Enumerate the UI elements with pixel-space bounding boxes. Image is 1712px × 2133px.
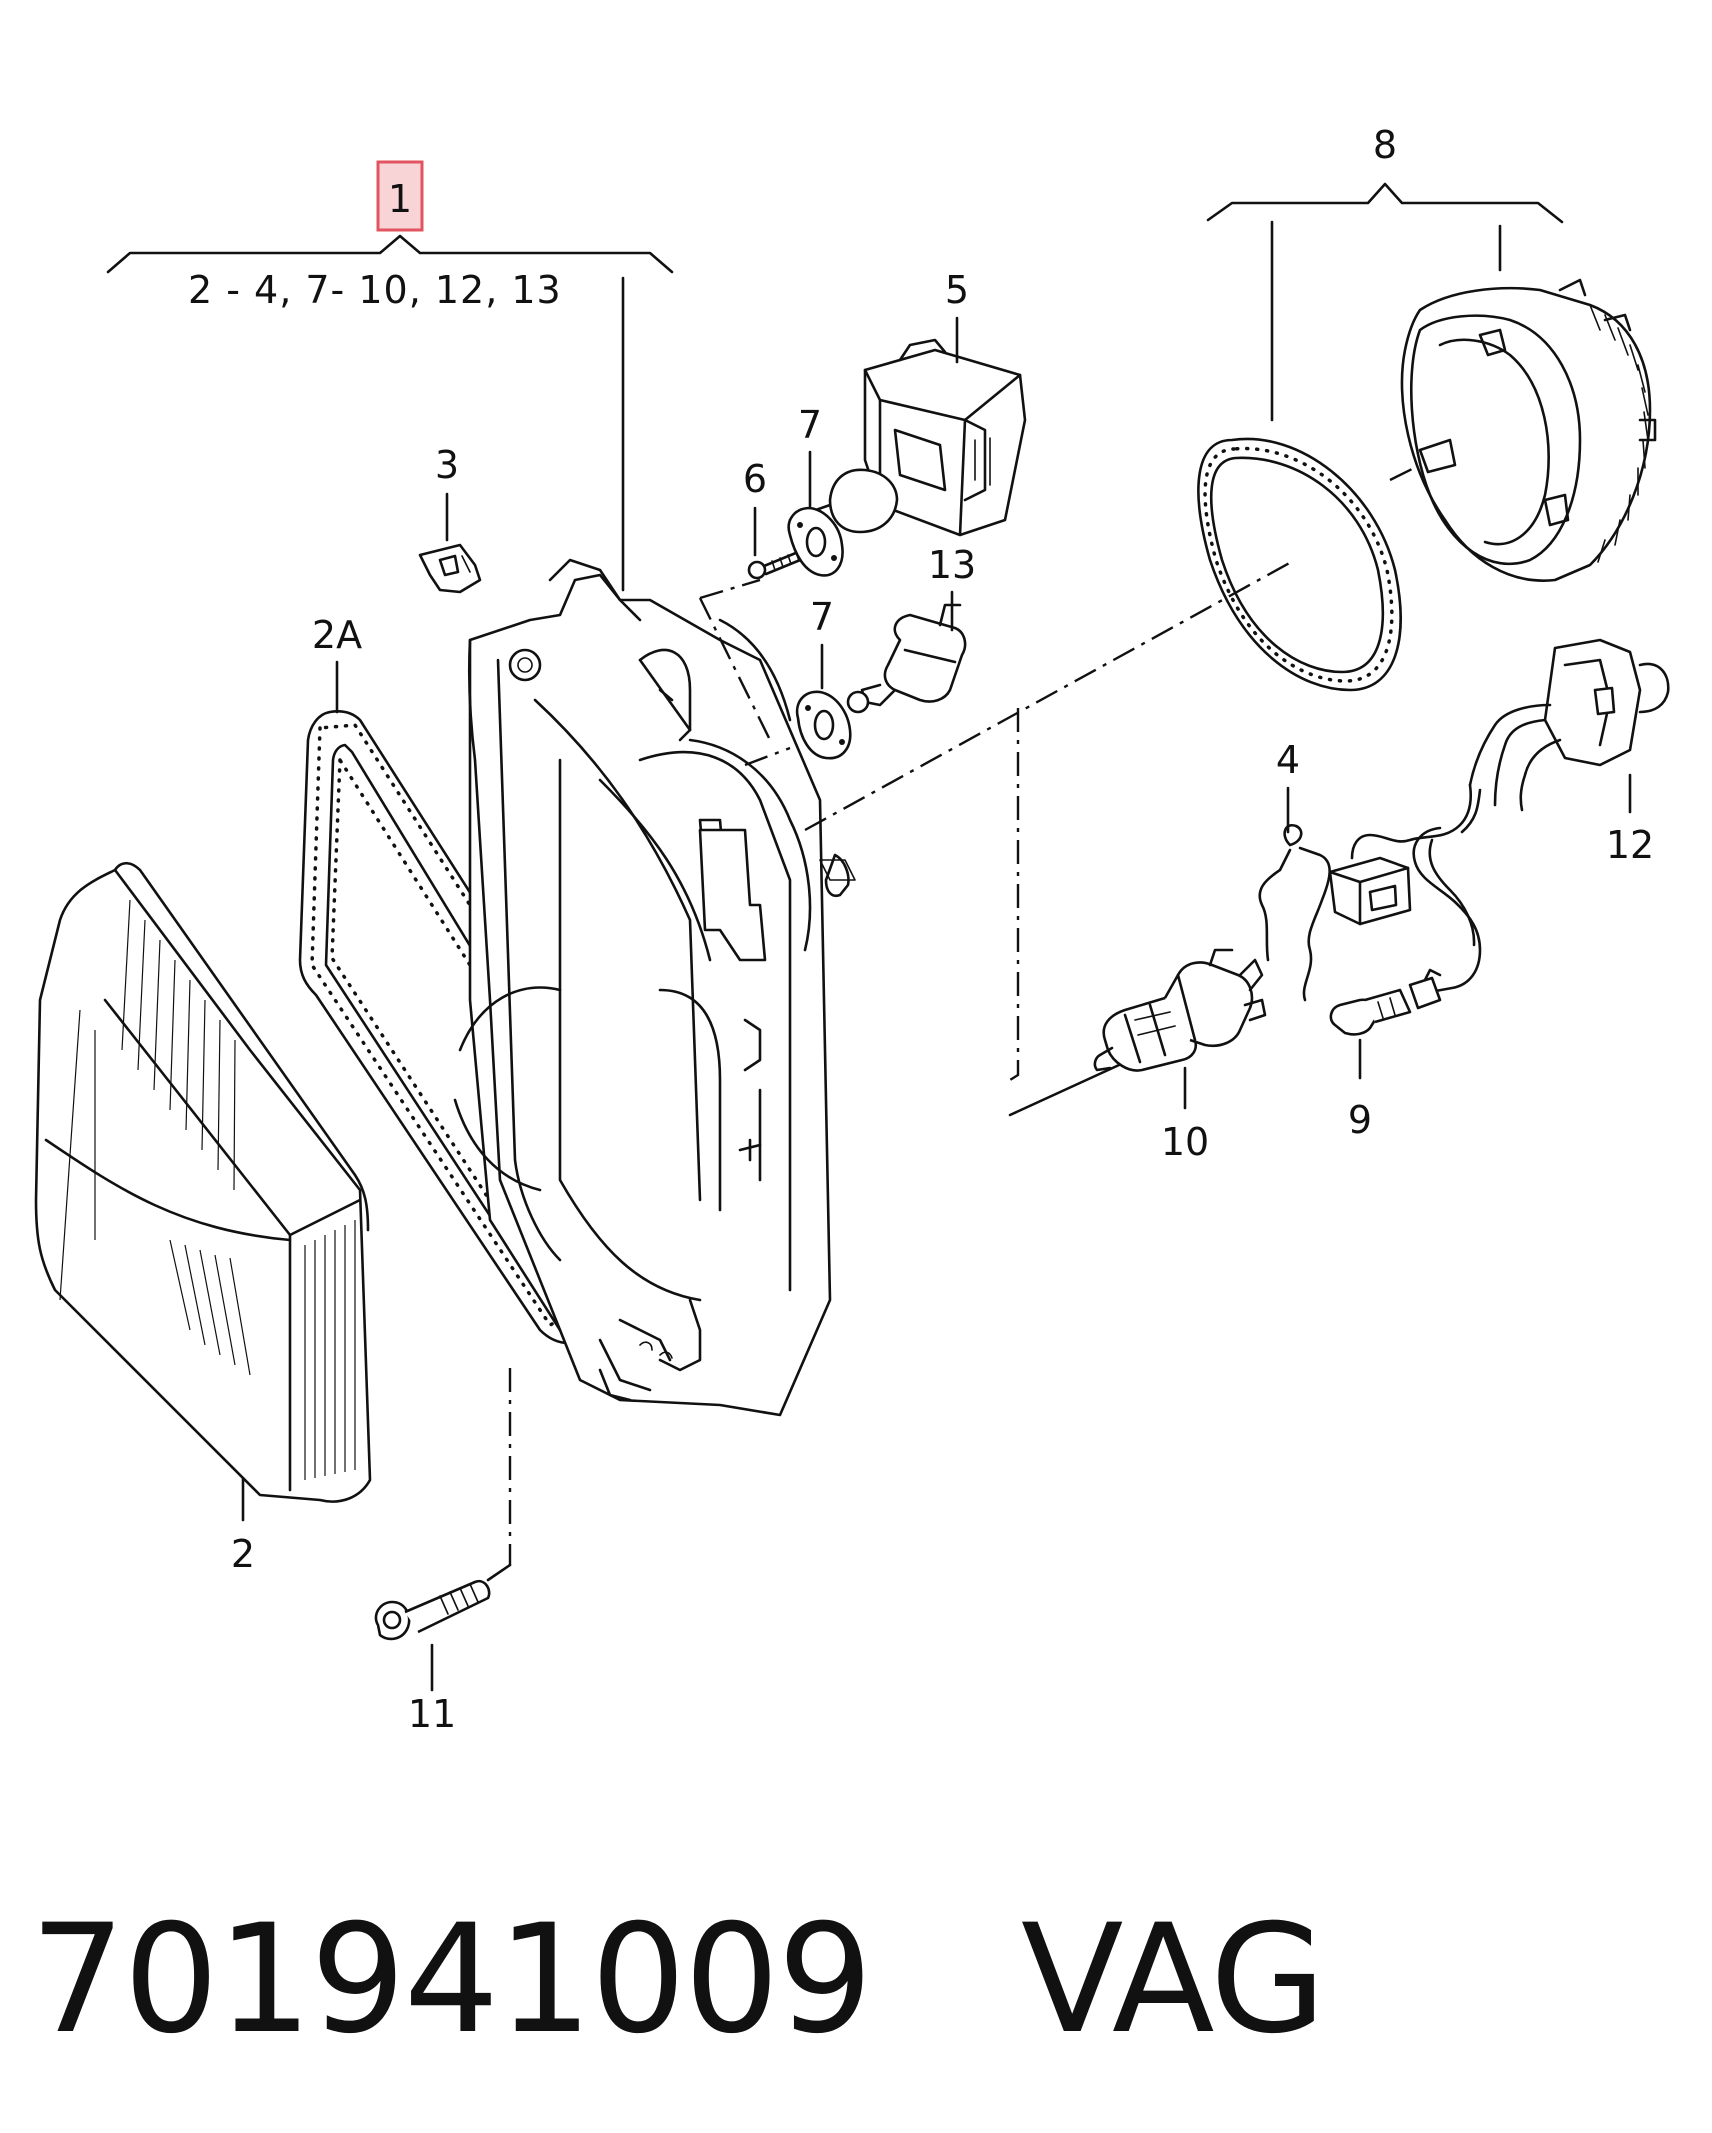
callout-6-label[interactable]: 6: [743, 457, 767, 501]
callout-9-label[interactable]: 9: [1348, 1098, 1372, 1142]
callout-12-label[interactable]: 12: [1606, 823, 1654, 867]
parking-bulb-9[interactable]: [1329, 988, 1412, 1036]
exploded-parts-diagram: 1 2 - 4, 7- 10, 12, 13 8 2 2A: [34, 123, 1670, 1736]
callout-2a-label[interactable]: 2A: [312, 613, 362, 657]
adjusting-motor[interactable]: [788, 338, 1027, 537]
part-number-footer: 701941009 VAG: [30, 1880, 1326, 2080]
callout-7-lower-label[interactable]: 7: [810, 595, 834, 639]
retaining-spring[interactable]: [1258, 823, 1331, 1002]
callout-11-label[interactable]: 11: [408, 1692, 456, 1736]
callout-3-group[interactable]: 3: [435, 443, 459, 542]
main-bulb-10[interactable]: [1093, 948, 1267, 1072]
callout-1-bracket: [106, 234, 674, 274]
callout-4-label[interactable]: 4: [1276, 738, 1300, 782]
callout-8-label[interactable]: 8: [1373, 123, 1397, 167]
callout-13-group[interactable]: 13: [928, 543, 976, 632]
callout-8-bracket: [1206, 182, 1564, 224]
callout-2-label[interactable]: 2: [231, 1532, 255, 1576]
callout-2a-group[interactable]: 2A: [312, 613, 362, 714]
retaining-ring-lower[interactable]: [795, 690, 852, 760]
callout-4-group[interactable]: 4: [1276, 738, 1300, 834]
callout-6-group[interactable]: 6: [743, 457, 767, 557]
retaining-ring-upper[interactable]: [787, 506, 844, 577]
callout-11-group[interactable]: 11: [408, 1643, 456, 1736]
sealing-ring[interactable]: [1197, 437, 1402, 692]
callout-10-label[interactable]: 10: [1161, 1120, 1209, 1164]
callout-8-group[interactable]: 8: [1206, 123, 1564, 422]
callout-12-group[interactable]: 12: [1606, 773, 1654, 867]
mounting-bolt[interactable]: [374, 1579, 491, 1641]
wiring-harness[interactable]: [1328, 638, 1670, 1010]
callout-2-group[interactable]: 2: [231, 1476, 255, 1576]
callout-1-range-label: 2 - 4, 7- 10, 12, 13: [188, 268, 562, 312]
bulb-holder-cap[interactable]: [1400, 278, 1657, 582]
callout-7-upper-group[interactable]: 7: [798, 403, 822, 508]
callout-7-upper-label[interactable]: 7: [798, 403, 822, 447]
bulb-13[interactable]: [846, 603, 967, 714]
callout-1-label[interactable]: 1: [388, 177, 412, 221]
headlamp-lens[interactable]: [34, 861, 372, 1503]
callout-5-label[interactable]: 5: [945, 268, 969, 312]
headlamp-housing[interactable]: [453, 558, 856, 1417]
callout-5-group[interactable]: 5: [945, 268, 969, 364]
part-number: 701941009: [30, 1893, 873, 2067]
brand-name: VAG: [1020, 1893, 1326, 2067]
callout-10-group[interactable]: 10: [1161, 1066, 1209, 1164]
adjuster-clip[interactable]: [418, 543, 482, 594]
callout-7-lower-group[interactable]: 7: [810, 595, 834, 690]
callout-13-label[interactable]: 13: [928, 543, 976, 587]
callout-9-group[interactable]: 9: [1348, 1038, 1372, 1142]
callout-1-highlight: [376, 160, 424, 232]
callout-3-label[interactable]: 3: [435, 443, 459, 487]
callout-1-group[interactable]: 1 2 - 4, 7- 10, 12, 13: [106, 160, 674, 592]
